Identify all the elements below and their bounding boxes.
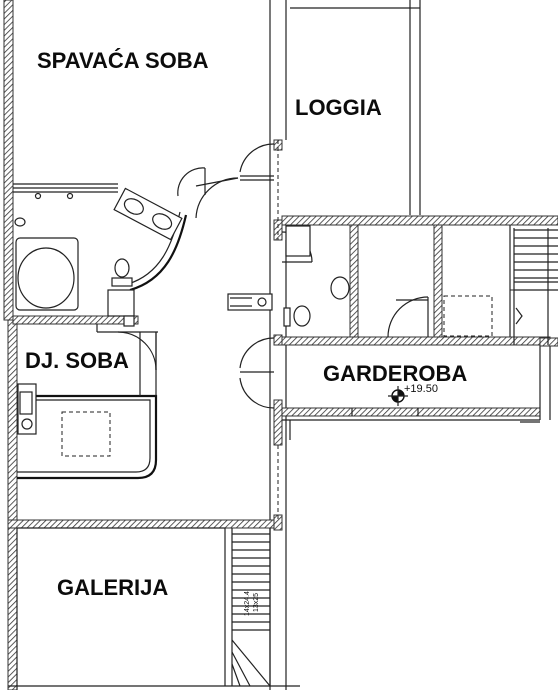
doors: [117, 143, 429, 409]
stairs-right: [513, 228, 558, 345]
room-label-galerija: GALERIJA: [57, 575, 168, 600]
room-label-loggia: LOGGIA: [295, 95, 382, 120]
stair-note-2: 13x25: [253, 593, 260, 612]
stairs-left: [224, 528, 271, 687]
detail-ticks: [289, 408, 540, 440]
room-label-garderoba: GARDEROBA: [323, 361, 467, 386]
room-label-spavaca-soba: SPAVAĆA SOBA: [37, 48, 209, 73]
desk: [17, 332, 158, 480]
exterior-walls: [3, 0, 421, 690]
elevation-marker: +19.50: [388, 383, 438, 406]
stair-note-1: 14x24.4: [244, 591, 251, 616]
bathroom-fixtures: [13, 187, 188, 333]
interior-walls: [7, 139, 558, 690]
wc-fixtures: [227, 225, 350, 327]
room-label-dj-soba: DJ. SOBA: [25, 348, 129, 373]
elevation-label: +19.50: [404, 383, 438, 395]
